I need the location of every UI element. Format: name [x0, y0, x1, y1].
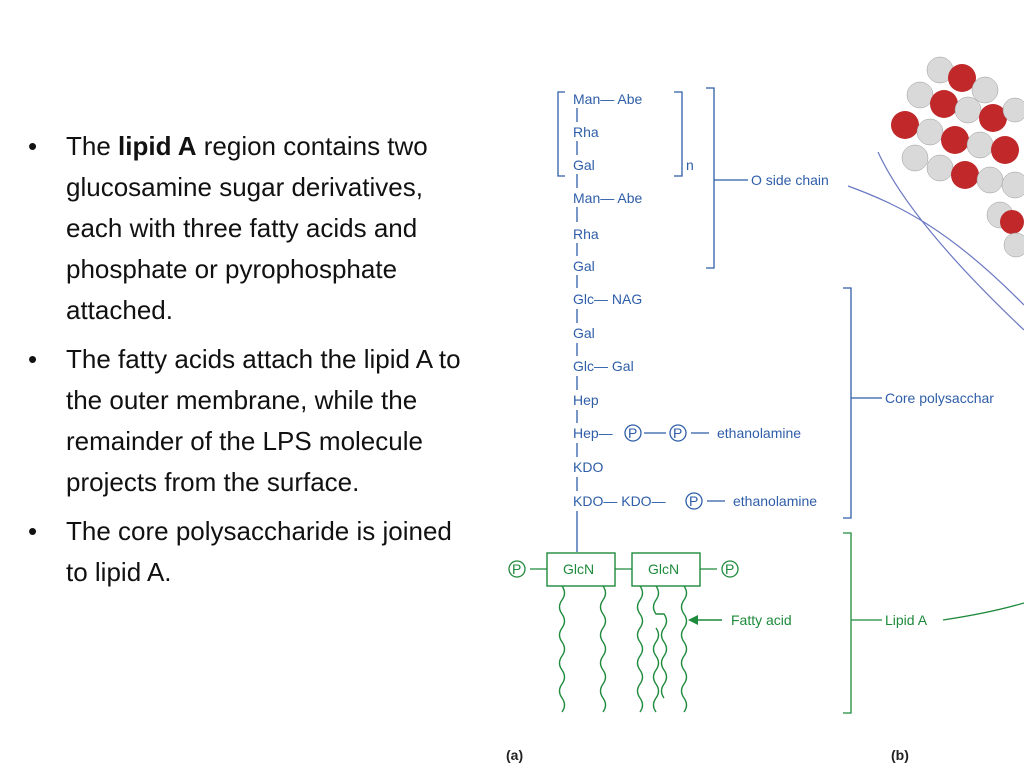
bullet-marker: •	[28, 516, 38, 546]
panel-b-label: (b)	[891, 747, 909, 763]
kdo-row-left: KDO— KDO—	[573, 493, 666, 509]
o-chain-row: Gal	[573, 258, 595, 274]
core-row: KDO	[573, 459, 603, 475]
o-side-chain-label: O side chain	[751, 172, 829, 188]
core-row: Gal	[573, 325, 595, 341]
bullet-text: The core polysaccharide is joined to lip…	[66, 516, 452, 587]
fatty-acid-label: Fatty acid	[731, 612, 792, 628]
bullet-item: • The core polysaccharide is joined to l…	[28, 511, 468, 593]
lipid-a-label: Lipid A	[885, 612, 928, 628]
o-chain-row: Man— Abe	[573, 91, 642, 107]
phosphate-label: P	[512, 561, 521, 577]
o-chain-row: Man— Abe	[573, 190, 642, 206]
bullet-text-pre: The	[66, 131, 119, 161]
core-row: Hep	[573, 392, 599, 408]
core-row: Glc— Gal	[573, 358, 634, 374]
bullet-marker: •	[28, 131, 38, 161]
o-chain-row: Rha	[573, 124, 599, 140]
phosphate-label: P	[689, 493, 698, 509]
core-polysaccharide: Glc— NAG Gal Glc— Gal Hep Hep— P P ethan…	[573, 287, 994, 552]
panel-a-label: (a)	[506, 747, 523, 763]
core-polysaccharide-label: Core polysacchar	[885, 390, 994, 406]
ethanolamine-label: ethanolamine	[717, 425, 801, 441]
bullet-item: • The fatty acids attach the lipid A to …	[28, 339, 468, 503]
o-side-chain: Man— Abe Rha Gal Man— Abe Rha Gal n O si…	[557, 87, 1024, 331]
bullet-marker: •	[28, 344, 38, 374]
phosphate-label: P	[673, 425, 682, 441]
glcn-label: GlcN	[563, 561, 594, 577]
bullet-list: • The lipid A region contains two glucos…	[28, 126, 468, 601]
repeat-n: n	[686, 157, 694, 173]
bullet-item: • The lipid A region contains two glucos…	[28, 126, 468, 331]
bullet-text: The fatty acids attach the lipid A to th…	[66, 344, 461, 497]
o-chain-row: Gal	[573, 157, 595, 173]
bullet-text-post: region contains two glucosamine sugar de…	[66, 131, 428, 325]
phosphate-label: P	[628, 425, 637, 441]
hep-row-left: Hep—	[573, 425, 613, 441]
core-row: Glc— NAG	[573, 291, 642, 307]
bullet-text-bold: lipid A	[118, 131, 197, 161]
lipid-a: P GlcN GlcN P Fatty acid Lipid A	[508, 532, 1024, 714]
ethanolamine-label: ethanolamine	[733, 493, 817, 509]
space-filling-model	[891, 56, 1024, 258]
glcn-label: GlcN	[648, 561, 679, 577]
o-chain-row: Rha	[573, 226, 599, 242]
fatty-acid-chains	[558, 585, 688, 713]
phosphate-label: P	[725, 561, 734, 577]
